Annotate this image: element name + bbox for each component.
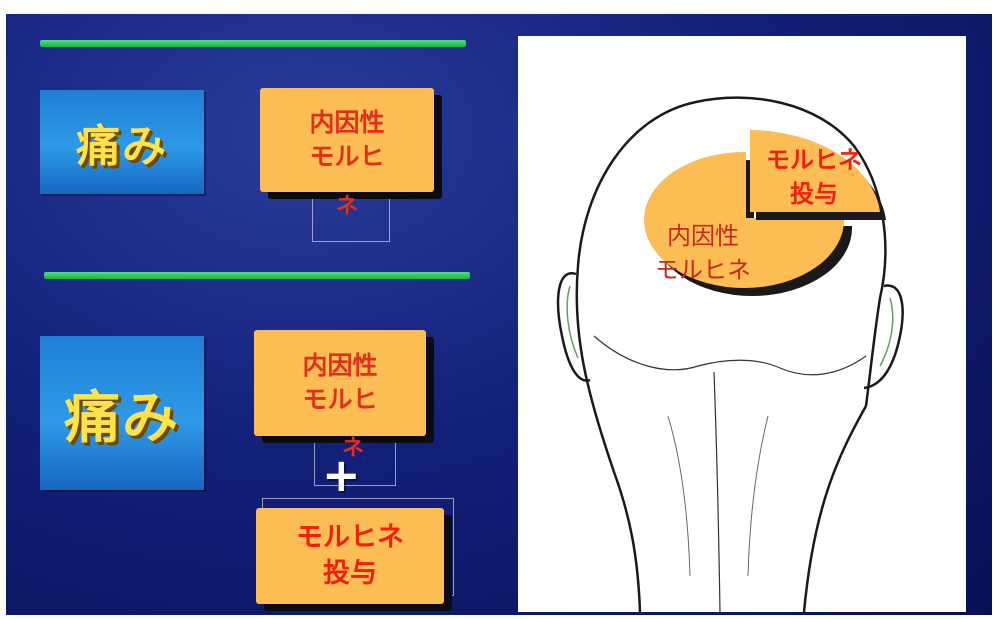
bottom-card2-line-2: 投与 xyxy=(323,558,377,589)
top-green-divider xyxy=(40,40,466,47)
plus-sign: + xyxy=(322,448,361,502)
bottom-card2-line-1: モルヒネ xyxy=(296,521,404,553)
bottom-card1-line-2: モルヒ xyxy=(302,385,378,414)
bottom-endogenous-morphine-card: 内因性 モルヒ xyxy=(254,330,426,436)
head-outline xyxy=(575,96,887,473)
head-illustration xyxy=(556,96,904,612)
hairline xyxy=(593,335,867,376)
neck-right xyxy=(802,405,868,612)
pie-endogenous-label: 内因性 モルヒネ xyxy=(628,220,778,287)
pie-administered-line-1: モルヒネ xyxy=(766,146,862,174)
pie-endogenous-slice xyxy=(644,151,845,288)
neck-muscle-left xyxy=(667,415,691,577)
neck-left xyxy=(612,471,642,612)
pie-administered-line-2: 投与 xyxy=(790,179,838,208)
top-card-line-3: ネ xyxy=(336,194,359,219)
neck-muscle-right xyxy=(747,415,769,577)
bottom-card1-line-3: ネ xyxy=(342,436,365,461)
left-ear xyxy=(556,272,591,382)
bottom-green-divider xyxy=(44,272,470,279)
top-card-line-1: 内因性 xyxy=(309,108,385,138)
head-diagram-panel: 内因性 モルヒネ モルヒネ 投与 xyxy=(518,36,966,612)
left-ear-inner xyxy=(566,285,579,359)
neck-center-line xyxy=(713,371,721,612)
bottom-morphine-administration-card: モルヒネ 投与 xyxy=(256,508,444,604)
top-endogenous-morphine-card: 内因性 モルヒ xyxy=(260,88,434,192)
right-ear-inner xyxy=(879,297,894,367)
pie-administered-slice xyxy=(750,130,880,212)
pie-endogenous-line-2: モルヒネ xyxy=(655,255,751,284)
right-ear xyxy=(863,284,904,390)
pie-administered-label: モルヒネ 投与 xyxy=(752,144,876,211)
top-pain-label: 痛み xyxy=(76,121,168,172)
bottom-pain-box: 痛み xyxy=(40,336,204,490)
bottom-pain-label: 痛み xyxy=(64,385,180,451)
bottom-card1-line-1: 内因性 xyxy=(302,351,378,381)
top-card-line-2: モルヒ xyxy=(309,142,385,171)
pie-endogenous-line-1: 内因性 xyxy=(667,222,739,250)
slide-background: 痛み 内因性 モルヒ ネ 痛み 内因性 モルヒ ネ + モルヒネ 投与 xyxy=(6,14,992,615)
top-pain-box: 痛み xyxy=(40,90,204,194)
